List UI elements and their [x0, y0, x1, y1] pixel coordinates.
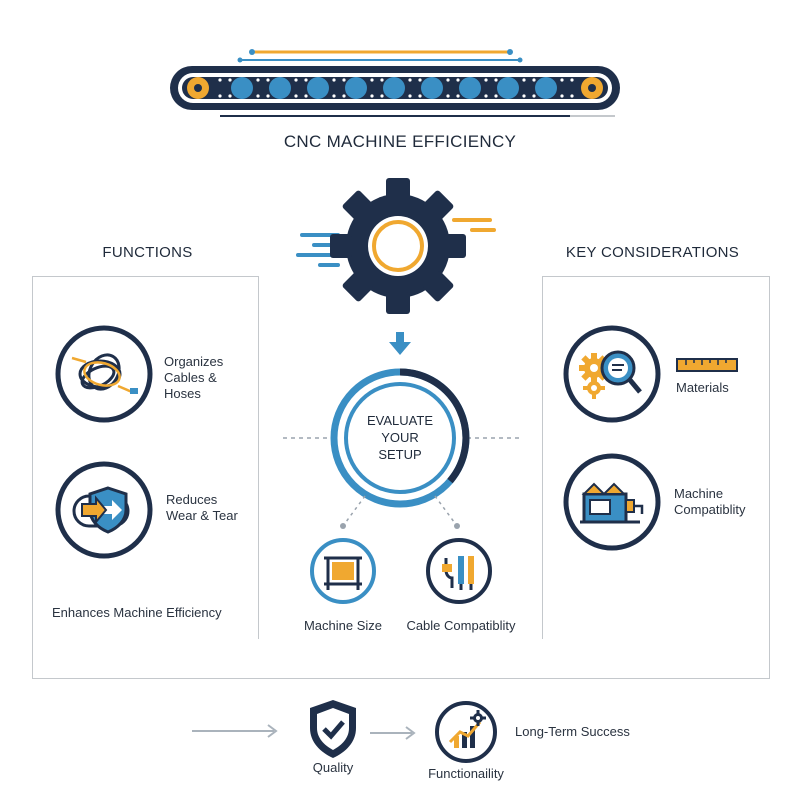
down-arrow-icon — [389, 332, 411, 355]
functions-footer: Enhances Machine Efficiency — [52, 605, 222, 620]
evaluate-line2: YOUR — [381, 430, 419, 445]
gear-icon — [296, 178, 496, 314]
evaluate-line3: SETUP — [378, 447, 422, 462]
machine-compatibility-line1: Machine — [674, 486, 724, 501]
cable-carrier-chain-icon — [170, 49, 620, 117]
function-item-1-line2: Cables & — [164, 370, 217, 385]
tangled-cable-icon — [55, 325, 153, 423]
function-item-1-text: Organizes Cables & Hoses — [164, 354, 254, 402]
evaluate-ring — [283, 368, 519, 529]
quality-label: Quality — [312, 760, 354, 775]
machine-frame-icon — [310, 538, 376, 604]
cable-compatibility-label: Cable Compatiblity — [406, 618, 516, 633]
functionality-label: Functionaility — [428, 766, 504, 781]
machine-size-label: Machine Size — [303, 618, 383, 633]
considerations-heading: KEY CONSIDERATIONS — [565, 244, 740, 261]
function-item-2-line2: Wear & Tear — [166, 508, 238, 523]
function-item-1-line3: Hoses — [164, 386, 201, 401]
cable-plug-icon — [426, 538, 492, 604]
evaluate-text: EVALUATE YOUR SETUP — [340, 412, 460, 463]
function-item-1-line1: Organizes — [164, 354, 224, 369]
function-item-2-line1: Reduces — [166, 492, 218, 507]
materials-label: Materials — [676, 380, 729, 395]
long-term-success-label: Long-Term Success — [515, 724, 630, 739]
flow-arrow-2-icon — [370, 726, 416, 740]
functions-panel — [32, 276, 259, 639]
growth-chart-icon — [435, 701, 497, 763]
page-title: CNC MACHINE EFFICIENCY — [283, 132, 517, 151]
functions-heading: FUNCTIONS — [102, 244, 193, 261]
ruler-icon — [676, 358, 738, 372]
machine-compatibility-text: Machine Compatiblity — [674, 486, 764, 518]
machine-compatibility-line2: Compatiblity — [674, 502, 746, 517]
evaluate-line1: EVALUATE — [367, 413, 433, 428]
shield-arrow-icon — [55, 461, 153, 559]
bottom-frame — [32, 638, 770, 679]
function-item-2-text: Reduces Wear & Tear — [166, 492, 256, 524]
shield-check-icon — [310, 700, 356, 758]
gear-magnifier-icon — [563, 325, 661, 423]
flow-arrow-1-icon — [192, 724, 278, 738]
considerations-panel — [542, 276, 770, 639]
machine-compatibility-icon — [563, 453, 661, 551]
